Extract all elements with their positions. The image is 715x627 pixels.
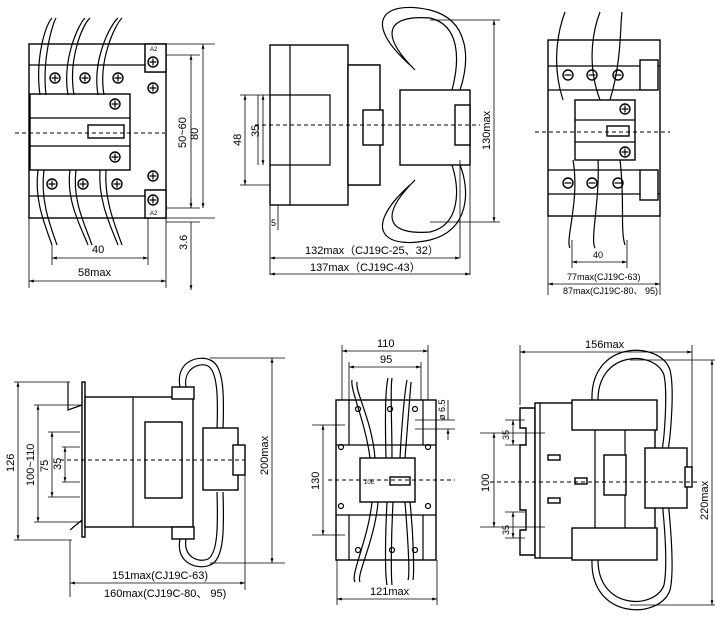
dimension-label: 35 <box>501 430 511 440</box>
view-6-side: 156max 220max 35 100 35 <box>480 339 715 611</box>
dimension-label: 77max(CJ19C-63) <box>567 272 641 282</box>
dimension-label: 151max(CJ19C-63) <box>112 570 208 582</box>
view-3-front: 40 77max(CJ19C-63) 87max(CJ19C-80、 95) <box>535 11 670 296</box>
dimension-label: 35 <box>501 525 511 535</box>
dimension-label: A2 <box>150 47 158 53</box>
dimension-label: 5 <box>271 218 276 228</box>
dimension-label: 75 <box>39 460 51 472</box>
dimension-label: 40 <box>92 244 104 256</box>
dimension-label: 48 <box>232 134 244 146</box>
dimension-label: 121max <box>370 586 410 598</box>
dimension-label: 130max <box>481 110 493 150</box>
dimension-label: 95 <box>380 354 392 366</box>
dimension-label: 132max（CJ19C-25、32） <box>305 244 439 257</box>
dimension-label: 200max <box>259 435 271 475</box>
dimension-label: 100 <box>480 474 492 492</box>
dimension-label: 58max <box>78 267 112 279</box>
dimension-label: 35 <box>52 458 64 470</box>
dimension-label: 156max <box>585 339 625 351</box>
dimension-label: 80 <box>189 128 201 140</box>
view-4-side: 126 100~110 75 35 200max 151max(CJ19C-63… <box>5 357 285 600</box>
view-1-front: A2 A2 50~60 80 3.6 40 58max <box>15 17 215 290</box>
view-5-front: 10E 110 95 130 ø 6.5 121max <box>310 338 455 605</box>
dimension-label: 160max(CJ19C-80、 95) <box>104 588 226 600</box>
dimension-label: 100~110 <box>25 444 37 486</box>
dimension-label: 10E <box>364 480 375 486</box>
dimension-label: 130 <box>310 472 322 490</box>
view-2-side: 48 35 130max 5 132max（CJ19C-25、32） 137ma… <box>232 6 500 276</box>
dimension-label: 35 <box>250 125 262 137</box>
dimension-label: 40 <box>593 250 603 260</box>
dimension-label: ø 6.5 <box>437 399 447 420</box>
dimension-label: 87max(CJ19C-80、 95) <box>563 286 658 296</box>
dimension-label: 110 <box>377 338 395 350</box>
dimension-label: 50~60 <box>177 117 189 148</box>
dimension-label: 220max <box>699 480 711 520</box>
dimension-label: 3.6 <box>178 235 190 250</box>
dimension-label: 126 <box>5 454 17 472</box>
dimension-label: A2 <box>150 211 158 217</box>
dimension-label: 137max（CJ19C-43） <box>310 261 421 274</box>
